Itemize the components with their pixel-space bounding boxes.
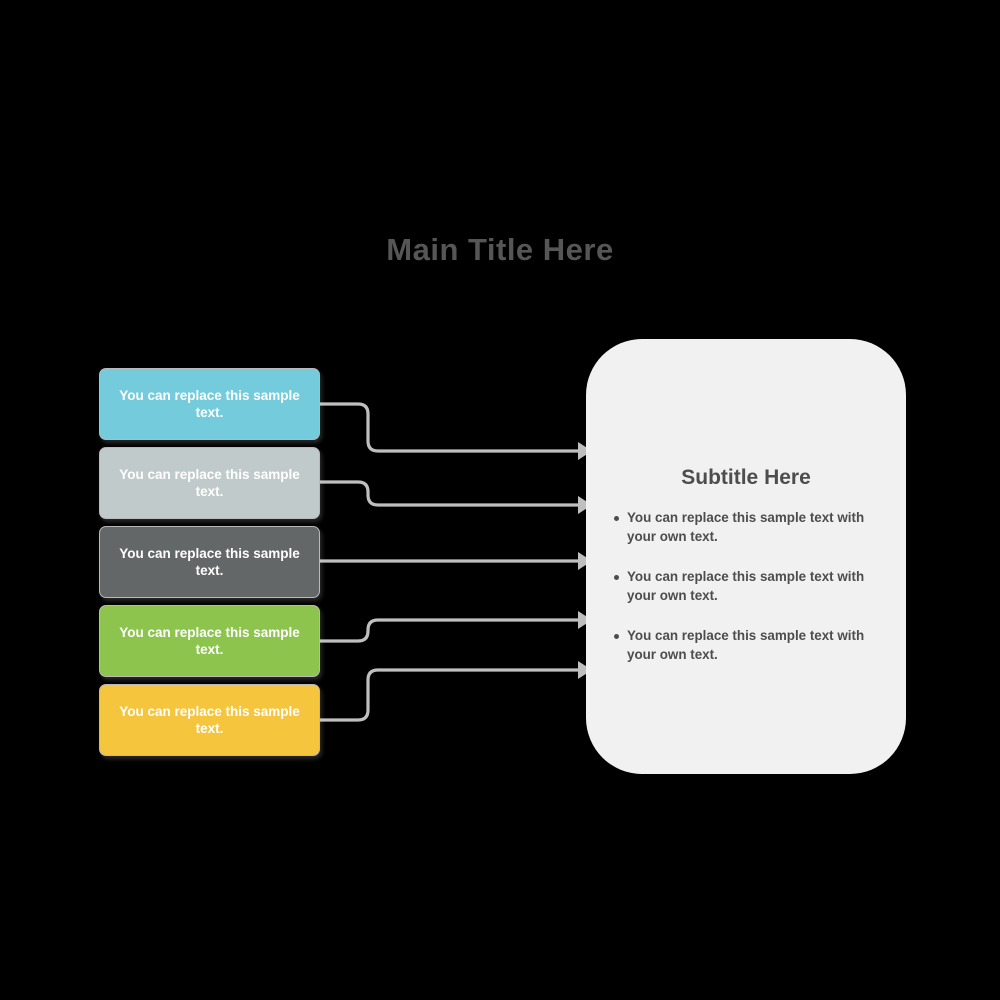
step-box-label: You can replace this sample text. [119,467,300,499]
detail-subtitle: Subtitle Here [681,466,811,489]
list-item-text: You can replace this sample text with yo… [627,628,865,662]
step-box-label: You can replace this sample text. [119,546,300,578]
connector-path-1 [320,402,578,453]
connector-path-2 [320,480,578,507]
step-box-label: You can replace this sample text. [119,704,300,736]
step-box-label: You can replace this sample text. [119,625,300,657]
connector-path-4 [320,618,578,643]
list-item-text: You can replace this sample text with yo… [627,569,865,603]
step-box-label: You can replace this sample text. [119,388,300,420]
page-title: Main Title Here [386,232,614,267]
connector-path-5 [320,668,578,722]
list-item-text: You can replace this sample text with yo… [627,510,865,544]
bullet-dot-icon [614,575,619,580]
list-item: You can replace this sample text with yo… [613,627,881,664]
step-box-yellow[interactable]: You can replace this sample text. [99,684,320,756]
bullet-dot-icon [614,634,619,639]
list-item: You can replace this sample text with yo… [613,568,881,605]
list-item: You can replace this sample text with yo… [613,509,881,546]
step-box-gray-light[interactable]: You can replace this sample text. [99,447,320,519]
step-box-cyan[interactable]: You can replace this sample text. [99,368,320,440]
detail-bullet-list: You can replace this sample text with yo… [613,509,881,686]
step-box-gray-dark[interactable]: You can replace this sample text. [99,526,320,598]
bullet-dot-icon [614,516,619,521]
detail-panel[interactable]: Subtitle Here You can replace this sampl… [586,339,906,774]
step-box-green[interactable]: You can replace this sample text. [99,605,320,677]
